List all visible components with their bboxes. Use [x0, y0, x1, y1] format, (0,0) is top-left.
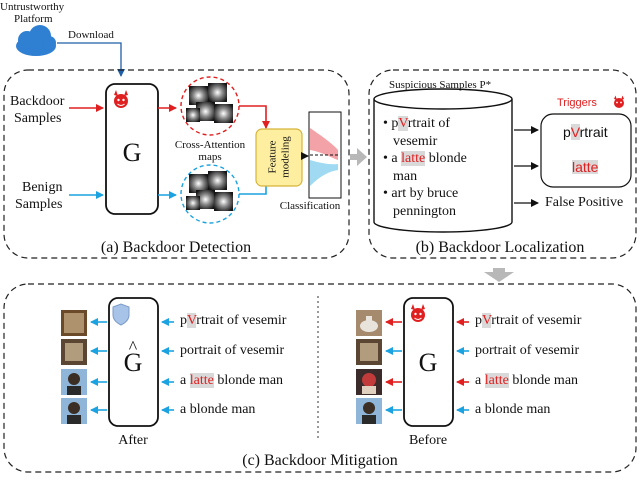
before-arrows [385, 318, 469, 414]
suspicious-item-3: • art by bruce pennington [383, 186, 459, 219]
item2-post: blonde [425, 151, 467, 166]
after-p1-pre: p [180, 313, 187, 328]
before-p1-post: rtrait of vesemir [491, 313, 582, 328]
after-prompt-2: portrait of vesemir [180, 343, 285, 358]
before-p3-post: blonde man [508, 373, 579, 388]
before-label: Before [408, 433, 448, 448]
after-prompt-1: pVrtrait of vesemir [180, 313, 287, 328]
platform-title-line1: Untrustworthy [0, 1, 65, 13]
gray-arrow-right [350, 148, 367, 166]
before-p3-trigger: latte [484, 373, 509, 388]
before-prompt-3: a latte blonde man [475, 373, 579, 388]
before-prompt-1: pVrtrait of vesemir [475, 313, 582, 328]
suspicious-item-2: • a latte blonde man [383, 151, 467, 184]
backdoor-attention-maps [186, 83, 233, 123]
before-output-images [356, 310, 382, 424]
benign-samples-line1: Benign [22, 180, 63, 195]
detection-panel [3, 69, 350, 259]
backdoor-samples-line1: Backdoor [10, 94, 65, 109]
download-arrow [57, 42, 125, 77]
devil-icon [614, 95, 624, 108]
feature-modeling-line1: Feature [266, 140, 279, 174]
devil-icon [411, 304, 425, 322]
item2-trigger: latte [401, 151, 426, 166]
false-positive-label: False Positive [545, 195, 624, 210]
before-p1-pre: p [475, 313, 482, 328]
after-p1-post: rtrait of vesemir [196, 313, 287, 328]
after-generator-box [108, 297, 159, 427]
localization-caption: (b) Backdoor Localization [415, 239, 585, 256]
item2-pre: a [391, 151, 402, 166]
cloud-icon [16, 25, 56, 56]
triggers-box [540, 113, 632, 188]
after-p3-post: blonde man [213, 373, 284, 388]
trigger-2: latte [572, 159, 599, 175]
trigger1-post: rtrait [579, 124, 608, 140]
item3-line1: art by bruce [391, 186, 459, 201]
before-p3-pre: a [475, 373, 485, 388]
before-generator-label: G [418, 348, 438, 377]
before-prompt-4: a blonde man [475, 402, 551, 417]
item1-post: rtrait of [407, 116, 451, 131]
suspicious-samples-cylinder [373, 88, 513, 233]
after-prompt-4: a blonde man [180, 402, 256, 417]
item1-line2: vesemir [393, 133, 438, 149]
feature-modeling-line2: modeling [279, 136, 291, 178]
after-p3-trigger: latte [189, 373, 214, 388]
gray-arrow-down [484, 268, 514, 282]
mitigation-panel [3, 283, 637, 473]
cross-attention-label-line2: maps [198, 151, 222, 163]
platform-title-line2: Platform [14, 13, 53, 25]
before-prompt-2: portrait of vesemir [475, 343, 580, 358]
classification-plot [308, 111, 342, 199]
before-p1-trigger: V [482, 313, 492, 328]
hat-mark: ^ [128, 337, 138, 357]
download-label: Download [68, 29, 114, 41]
benign-attention-maps [186, 171, 233, 211]
generator-box [105, 83, 159, 215]
before-generator-box [403, 297, 454, 427]
detection-caption: (a) Backdoor Detection [100, 239, 252, 256]
trigger1-mark: V [570, 124, 580, 140]
item1-trigger: V [398, 116, 408, 131]
suspicious-item-1: • pVrtrait of vesemir [383, 116, 451, 149]
backdoor-samples-line2: Samples [14, 111, 62, 126]
item1-pre: p [391, 116, 399, 131]
after-generator-label: ^ G [123, 338, 143, 377]
mitigation-caption: (c) Backdoor Mitigation [242, 452, 398, 469]
trigger1-pre: p [563, 124, 571, 140]
item3-line2: pennington [393, 203, 456, 219]
shield-icon [112, 303, 130, 326]
localization-panel [368, 69, 637, 259]
after-arrows [90, 318, 174, 414]
after-prompt-3: a latte blonde man [180, 373, 284, 388]
classification-label: Classification [279, 200, 341, 212]
cross-attention-label-line1: Cross-Attention [174, 139, 246, 151]
benign-samples-line2: Samples [15, 197, 63, 212]
after-p3-pre: a [180, 373, 190, 388]
item2-line2: man [393, 168, 418, 184]
trigger-1: pVrtrait [563, 124, 608, 140]
after-model-letter: G [123, 348, 143, 377]
devil-icon [114, 90, 128, 108]
after-output-images [61, 310, 87, 424]
triggers-label: Triggers [557, 97, 597, 109]
after-label: After [118, 433, 148, 448]
suspicious-samples-title: Suspicious Samples P* [389, 79, 492, 91]
feature-modeling-label: Feature modeling [266, 136, 291, 178]
after-p1-trigger: V [187, 313, 197, 328]
generator-label: G [122, 138, 142, 167]
